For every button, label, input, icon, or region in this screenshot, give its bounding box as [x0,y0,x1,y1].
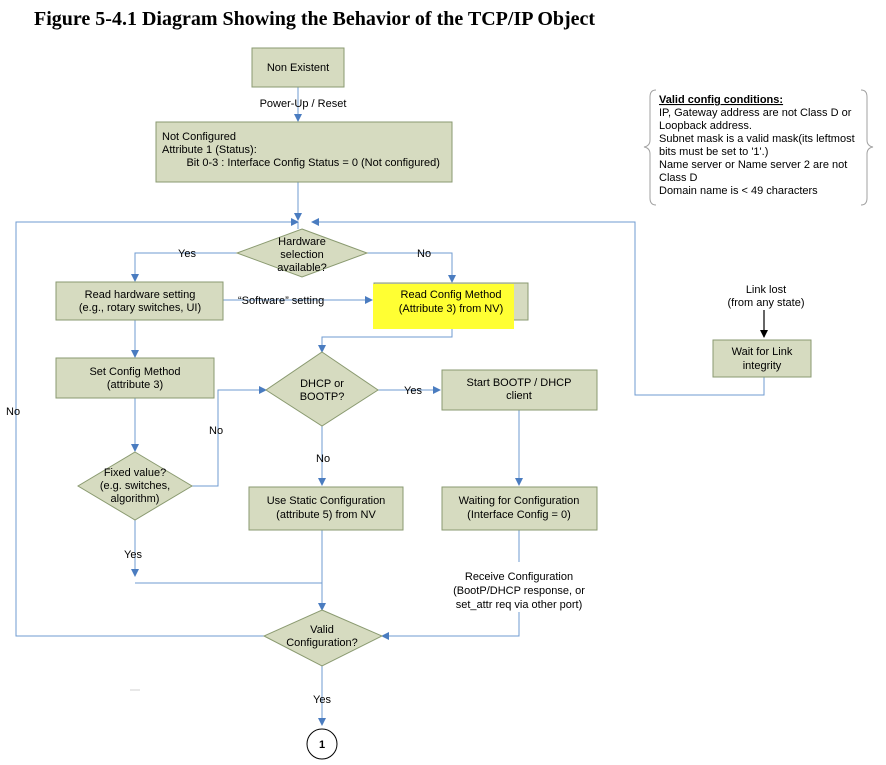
node-not-configured: Not Configured Attribute 1 (Status): Bit… [155,121,453,183]
label-no-fixed: No [209,425,223,437]
node-text: Configuration? [286,637,358,649]
node-text: Use Static Configuration [267,495,386,507]
node-text: selection [280,249,323,261]
node-wait-for-link: Wait for Link integrity [712,339,812,378]
decision-dhcp-bootp: DHCP or BOOTP? [265,351,379,427]
node-text: (Interface Config = 0) [467,509,571,521]
node-start-bootp-dhcp: Start BOOTP / DHCP client [441,369,598,411]
node-text: Read hardware setting [85,289,196,301]
node-text: Set Config Method [89,366,180,378]
label-power-up: Power-Up / Reset [260,98,347,110]
note-line: Loopback address. [659,120,752,132]
connector-lines [15,87,768,726]
node-text: Not Configured [162,131,236,143]
node-set-config-method: Set Config Method (attribute 3) [55,357,215,399]
left-brace [643,89,657,206]
node-text: Attribute 1 (Status): [162,144,257,156]
node-text: (e.g. switches, [100,480,170,492]
node-text: DHCP or [300,378,344,390]
label-link-lost: (from any state) [727,297,804,309]
label-no-dhcp: No [316,453,330,465]
valid-config-note: Valid config conditions: IP, Gateway add… [643,89,874,206]
node-text: Hardware [278,236,326,248]
label-yes-valid: Yes [313,694,331,706]
note-line: IP, Gateway address are not Class D or [659,107,852,119]
label-software-setting: “Software” setting [238,295,324,307]
figure-title: Figure 5-4.1 Diagram Showing the Behavio… [34,8,596,30]
node-text: Start BOOTP / DHCP [467,377,572,389]
node-text: (Attribute 3) from NV) [399,303,504,315]
node-text: Fixed value? [104,467,166,479]
node-text: Non Existent [267,62,329,74]
label-receive-config: set_attr req via other port) [456,599,583,611]
node-use-static-configuration: Use Static Configuration (attribute 5) f… [248,486,404,531]
label-receive-config: Receive Configuration [465,571,573,583]
node-text: (e.g., rotary switches, UI) [79,302,201,314]
node-text: client [506,390,532,402]
decision-valid-configuration: Valid Configuration? [262,609,384,667]
note-line: bits must be set to '1'.) [659,146,768,158]
note-line: Domain name is < 49 characters [659,185,818,197]
node-text: Bit 0-3 : Interface Config Status = 0 (N… [162,157,440,169]
node-text: (attribute 5) from NV [276,509,376,521]
node-text: available? [277,262,327,274]
node-text: BOOTP? [300,391,345,403]
decision-fixed-value: Fixed value? (e.g. switches, algorithm) [77,451,193,521]
right-brace [860,89,874,206]
node-text: Read Config Method [401,289,502,301]
label-no-left-loop: No [6,406,20,418]
edge-labels: Power-Up / Reset Yes No “Software” setti… [6,98,805,706]
node-text: algorithm) [111,493,160,505]
note-line: Class D [659,172,698,184]
label-yes-dhcp: Yes [404,385,422,397]
node-non-existent: Non Existent [251,47,345,88]
label-receive-config: (BootP/DHCP response, or [453,585,585,597]
node-waiting-for-configuration: Waiting for Configuration (Interface Con… [441,486,598,531]
decision-hardware-selection: Hardware selection available? [235,228,369,278]
note-heading: Valid config conditions: [659,94,783,106]
node-read-hardware-setting: Read hardware setting (e.g., rotary swit… [55,281,224,321]
node-text: (attribute 3) [107,379,163,391]
note-line: Subnet mask is a valid mask(its leftmost [659,133,855,145]
off-page-connector: 1 [306,728,338,760]
label-yes-hardware: Yes [178,248,196,260]
node-text: Waiting for Configuration [459,495,580,507]
node-text: 1 [319,739,325,751]
node-text: integrity [743,360,782,372]
label-no-hardware: No [417,248,431,260]
label-link-lost: Link lost [746,284,786,296]
node-text: Wait for Link [732,346,793,358]
note-line: Name server or Name server 2 are not [659,159,847,171]
label-yes-fixed: Yes [124,549,142,561]
highlight-mark [373,284,514,329]
node-text: Valid [310,624,334,636]
node-read-config-method: Read Config Method (Attribute 3) from NV… [373,282,529,329]
